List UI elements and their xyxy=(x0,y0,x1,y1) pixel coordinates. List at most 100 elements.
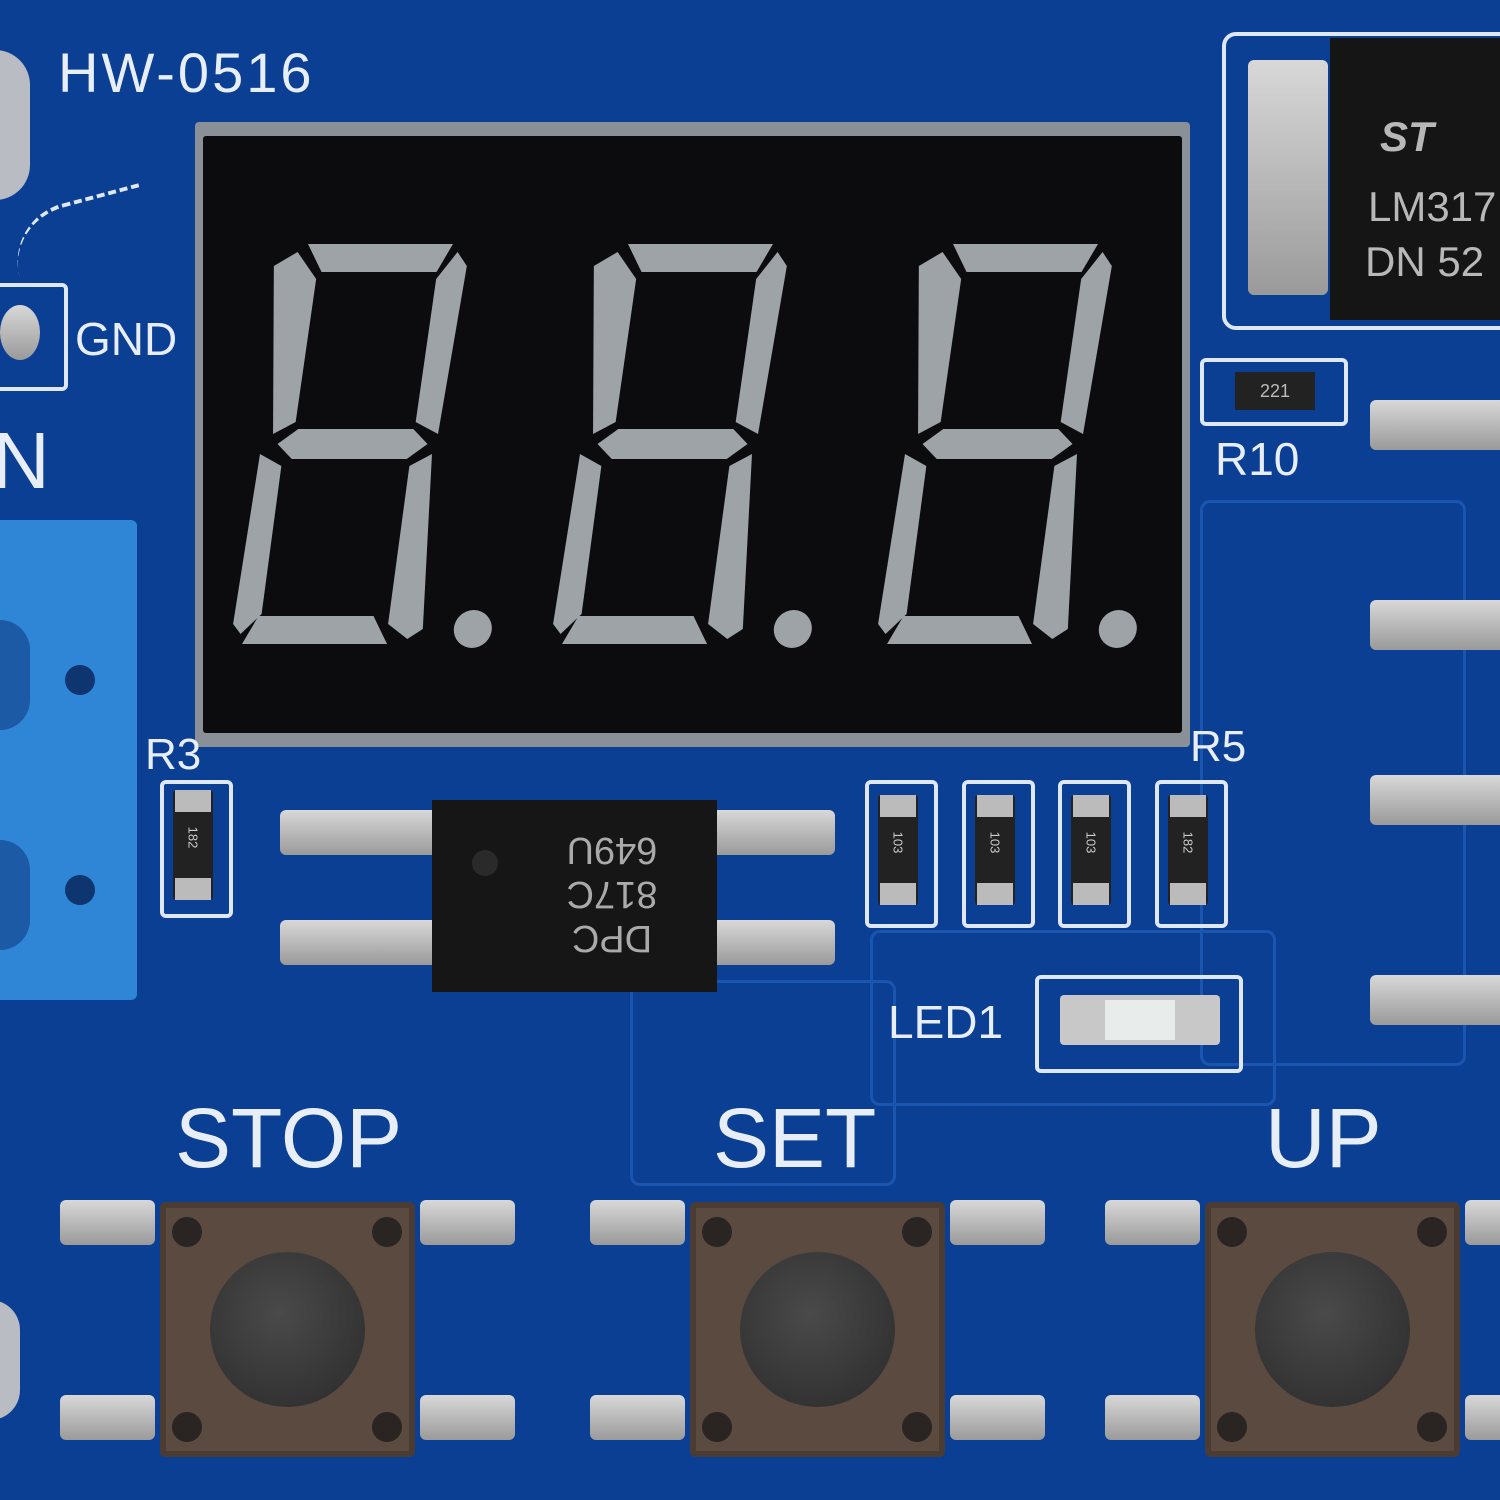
segment-a xyxy=(628,244,773,272)
segment-b xyxy=(735,252,787,434)
r10-outline xyxy=(1200,358,1348,426)
led-lens xyxy=(1105,1000,1175,1040)
button-pin xyxy=(1465,1200,1500,1245)
opto-pin xyxy=(710,920,835,965)
segment-a xyxy=(308,244,453,272)
pin-pad xyxy=(1370,600,1500,650)
segment-f xyxy=(918,252,962,434)
button-pin xyxy=(1465,1395,1500,1440)
r10-label: R10 xyxy=(1215,433,1300,485)
button-corner xyxy=(902,1412,932,1442)
resistor-code: 103 xyxy=(890,831,906,854)
segment-g xyxy=(922,429,1073,459)
segment-b xyxy=(415,252,467,434)
button-pin xyxy=(420,1395,515,1440)
terminal-screw xyxy=(0,840,30,950)
segment-g xyxy=(597,429,748,459)
digit-2 xyxy=(553,244,812,648)
segment-e xyxy=(878,454,927,634)
opto-marking: DPC 817C 649U xyxy=(522,828,702,960)
gnd-label: GND xyxy=(75,313,178,365)
set-button[interactable] xyxy=(690,1202,945,1457)
digit-3 xyxy=(878,244,1137,648)
segment-e xyxy=(233,454,282,634)
opto-line2: 817C xyxy=(566,873,658,915)
display-face xyxy=(203,136,1182,733)
pin-pad xyxy=(1370,975,1500,1025)
opto-pin xyxy=(280,810,440,855)
led1-outline xyxy=(1035,975,1243,1073)
segment-b xyxy=(1060,252,1112,434)
regulator-part-number: LM317 xyxy=(1368,183,1497,230)
terminal-screw xyxy=(0,620,30,730)
digit-1 xyxy=(233,244,492,648)
up-button[interactable] xyxy=(1205,1202,1460,1457)
segment-c xyxy=(708,454,752,639)
r5-label: R5 xyxy=(1190,722,1247,771)
stop-label: STOP xyxy=(175,1091,403,1185)
segment-a xyxy=(953,244,1098,272)
set-label: SET xyxy=(713,1091,877,1185)
mounting-hole xyxy=(0,50,30,200)
button-pin xyxy=(950,1200,1045,1245)
segment-d xyxy=(887,616,1033,644)
terminal-hole xyxy=(65,875,95,905)
decimal-point xyxy=(773,610,812,648)
led1-label: LED1 xyxy=(888,996,1004,1048)
r3-resistor: 182 xyxy=(173,790,213,900)
button-pin xyxy=(420,1200,515,1245)
button-pin xyxy=(1105,1395,1200,1440)
button-corner xyxy=(1217,1217,1247,1247)
set-button-cap[interactable] xyxy=(740,1252,895,1407)
button-corner xyxy=(702,1217,732,1247)
gnd-pad xyxy=(0,305,40,360)
button-corner xyxy=(1217,1412,1247,1442)
resistor: 103 xyxy=(878,795,918,905)
button-pin xyxy=(950,1395,1045,1440)
opto-line1: DPC xyxy=(571,917,653,959)
resistor-code: 103 xyxy=(1083,831,1099,854)
r-outline xyxy=(962,780,1035,928)
resistor: 103 xyxy=(1071,795,1111,905)
segment-digits xyxy=(233,244,1137,648)
up-button-cap[interactable] xyxy=(1255,1252,1410,1407)
button-corner xyxy=(902,1217,932,1247)
regulator-tab xyxy=(1248,60,1328,295)
pin-pad xyxy=(1370,400,1500,450)
resistor-code: 182 xyxy=(1180,831,1196,854)
r-outline xyxy=(1058,780,1131,928)
regulator-date-code: DN 52 xyxy=(1365,238,1485,285)
led1 xyxy=(1060,995,1220,1045)
button-corner xyxy=(1417,1217,1447,1247)
opto-line3: 649U xyxy=(566,829,658,871)
seven-segment-display xyxy=(195,122,1190,747)
button-pin xyxy=(1105,1200,1200,1245)
r-outline xyxy=(1155,780,1228,928)
decimal-point xyxy=(1098,610,1137,648)
button-pin xyxy=(60,1200,155,1245)
segment-c xyxy=(1033,454,1077,639)
pin-pad xyxy=(1370,775,1500,825)
button-corner xyxy=(372,1217,402,1247)
button-pin xyxy=(590,1200,685,1245)
lm317-regulator: ST LM317 DN 52 xyxy=(1330,38,1500,320)
mounting-hole xyxy=(0,1300,20,1420)
segment-f xyxy=(273,252,317,434)
r3-label: R3 xyxy=(145,730,202,779)
regulator-outline xyxy=(1222,32,1500,330)
r-outline xyxy=(865,780,938,928)
stop-button-cap[interactable] xyxy=(210,1252,365,1407)
terminal-hole xyxy=(65,665,95,695)
in-label-partial: N xyxy=(0,416,50,505)
stop-button[interactable] xyxy=(160,1202,415,1457)
gnd-pad-outline xyxy=(0,283,68,391)
board-model-label: HW-0516 xyxy=(58,41,315,104)
resistor: 103 xyxy=(975,795,1015,905)
button-corner xyxy=(172,1412,202,1442)
button-pin xyxy=(60,1395,155,1440)
button-corner xyxy=(702,1412,732,1442)
resistor: 182 xyxy=(1168,795,1208,905)
button-pin xyxy=(590,1395,685,1440)
segment-d xyxy=(242,616,388,644)
opto-pin xyxy=(710,810,835,855)
